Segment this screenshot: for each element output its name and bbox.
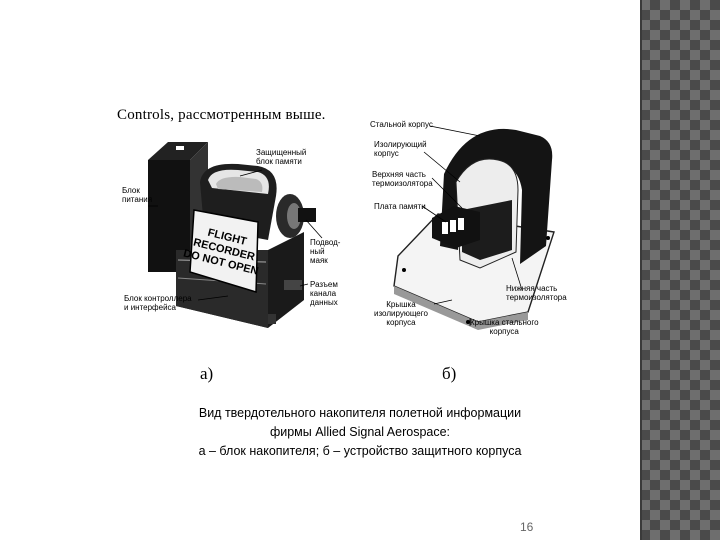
label-line: маяк — [310, 256, 328, 265]
sidebar-edge — [640, 0, 642, 540]
subfigure-label-a: а) — [200, 364, 214, 383]
label-line: Разъем — [310, 280, 338, 289]
label-beacon: Подвод- ный маяк — [310, 238, 340, 265]
label-line: Крышка — [386, 300, 416, 309]
label-line: данных — [310, 298, 338, 307]
label-line: термоизолятора — [506, 293, 567, 302]
label-upper-insulator: Верхняя часть термоизолятора — [372, 170, 433, 188]
label-line: Подвод- — [310, 238, 341, 247]
label-line: питания — [122, 195, 153, 204]
label-line: Блок контроллера — [124, 294, 192, 303]
label-controller: Блок контроллера и интерфейса — [124, 294, 192, 312]
label-line: Крышка стального — [470, 318, 539, 327]
label-lower-insulator: Нижняя часть термоизолятора — [506, 284, 567, 302]
label-line: корпуса — [386, 318, 416, 327]
label-line: термоизолятора — [372, 179, 433, 188]
subfigure-label-b: б) — [442, 364, 457, 383]
label-line: изолирующего — [374, 309, 428, 318]
label-memory-block: Защищенный блок памяти — [256, 148, 306, 166]
label-line: ный — [310, 247, 325, 256]
label-steel-cover: Крышка стального корпуса — [470, 318, 539, 336]
label-line: Верхняя часть — [372, 170, 426, 179]
label-connector: Разъем канала данных — [310, 280, 338, 307]
label-line: канала — [310, 289, 337, 298]
label-line: Стальной корпус — [370, 120, 433, 129]
label-memory-board: Плата памяти — [374, 202, 426, 211]
label-line: Защищенный — [256, 148, 307, 157]
label-line: Блок — [122, 186, 140, 195]
figure-heading: Controls, рассмотренным выше. — [117, 107, 326, 123]
figure-caption: Вид твердотельного накопителя полетной и… — [150, 404, 570, 461]
label-line: корпус — [374, 149, 399, 158]
decorative-sidebar-pattern — [640, 0, 720, 540]
label-line: и интерфейса — [124, 303, 176, 312]
label-line: корпуса — [489, 327, 519, 336]
page-number: 16 — [520, 520, 534, 534]
label-steel-case: Стальной корпус — [370, 120, 433, 129]
caption-line-1: Вид твердотельного накопителя полетной и… — [198, 406, 522, 420]
caption-line-2: фирмы Allied Signal Aerospace: — [269, 425, 451, 439]
label-insulating-case: Изолирующий корпус — [374, 140, 427, 158]
label-line: Нижняя часть — [506, 284, 558, 293]
label-line: блок памяти — [256, 157, 302, 166]
label-power-block: Блок питания — [122, 186, 152, 204]
label-line: Изолирующий — [374, 140, 427, 149]
caption-line-3: а – блок накопителя; б – устройство защи… — [198, 444, 522, 458]
protective-case-illustration — [393, 125, 555, 330]
recorder-figure: FLIGHT RECORDER DO NOT OPEN — [148, 125, 555, 330]
recorder-unit-illustration — [148, 142, 323, 328]
label-insulating-cover: Крышка изолирующего корпуса — [374, 300, 428, 327]
label-line: Плата памяти — [374, 202, 426, 211]
